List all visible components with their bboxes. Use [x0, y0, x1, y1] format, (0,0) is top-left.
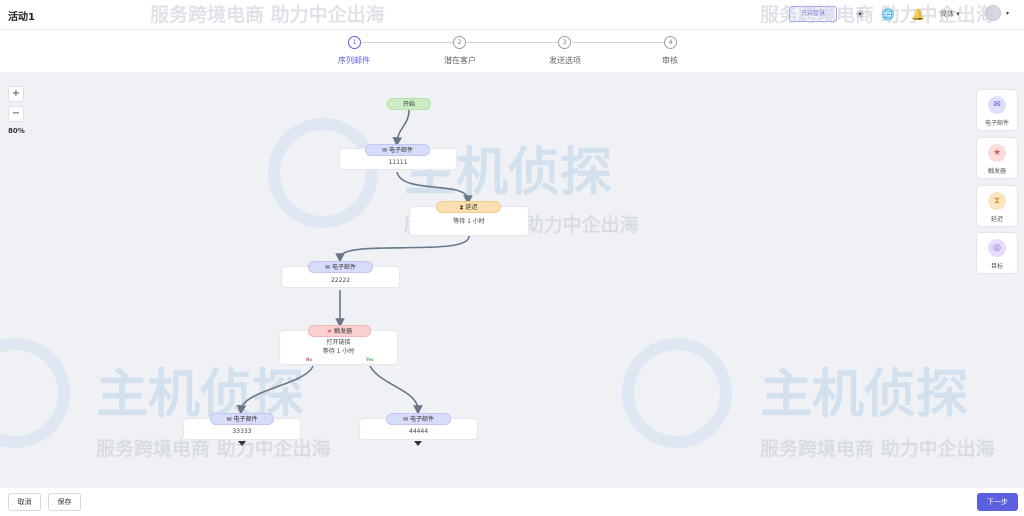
envelope-icon: ✉ [382, 147, 388, 154]
trigger-node-label: 触发器 [334, 328, 353, 335]
save-button[interactable]: 保存 [48, 493, 81, 511]
hourglass-icon: ⧗ [459, 204, 464, 211]
envelope-icon: ✉ [226, 416, 232, 423]
step-3-label[interactable]: 发送选项 [549, 56, 581, 65]
start-node[interactable]: 开始 [387, 98, 431, 110]
email-node-label: 电子邮件 [233, 416, 258, 423]
delay-node[interactable]: ⧗ 延迟 [436, 201, 501, 213]
cancel-button[interactable]: 取消 [8, 493, 41, 511]
palette-trigger-label: 触发器 [987, 168, 1006, 175]
sun-icon[interactable]: ☀ [855, 7, 865, 21]
step-4-label[interactable]: 审核 [662, 56, 678, 65]
step-1-label[interactable]: 序列邮件 [338, 56, 370, 65]
trigger-node[interactable]: ★ 触发器 [308, 325, 371, 337]
language-select[interactable]: 简体 ▾ [940, 10, 960, 18]
zoom-out-button[interactable]: − [8, 106, 24, 122]
step-connector [362, 42, 453, 43]
chevron-down-icon[interactable]: ▾ [1006, 10, 1010, 17]
email-node[interactable]: ✉ 电子邮件 [365, 144, 430, 156]
email-node-content: 33333 [232, 428, 252, 435]
language-label: 简体 [940, 10, 954, 18]
step-connector [572, 42, 664, 43]
star-icon: ★ [326, 328, 333, 335]
envelope-icon: ✉ [325, 264, 331, 271]
delay-node-content: 等待 1 小时 [453, 218, 485, 225]
hourglass-icon: ⧗ [988, 192, 1006, 210]
trigger-node-wait: 等待 1 小时 [322, 348, 355, 355]
step-3-circle[interactable]: 3 [558, 36, 571, 49]
email-node[interactable]: ✉ 电子邮件 [308, 261, 373, 273]
step-2-circle[interactable]: 2 [453, 36, 466, 49]
next-step-button[interactable]: 下一步 [977, 493, 1018, 511]
step-connector [467, 42, 558, 43]
email-node-label: 电子邮件 [409, 416, 434, 423]
zoom-level: 80% [8, 127, 25, 135]
avatar[interactable] [985, 5, 1001, 21]
envelope-icon: ✉ [988, 96, 1006, 114]
palette-goal[interactable]: ◎ 目标 [976, 232, 1018, 274]
target-icon: ◎ [988, 239, 1006, 257]
star-icon: ★ [988, 144, 1006, 162]
email-node-content: 22222 [330, 277, 351, 284]
palette-delay[interactable]: ⧗ 延迟 [976, 185, 1018, 227]
trigger-node-event: 打开链接 [326, 339, 351, 346]
step-2-label[interactable]: 潜在客户 [444, 56, 476, 65]
globe-icon[interactable]: 🌐 [881, 7, 895, 21]
email-node-content: 11111 [388, 159, 408, 166]
email-node[interactable]: ✉ 电子邮件 [386, 413, 451, 425]
bottom-bar [0, 487, 1024, 516]
step-1-circle[interactable]: 1 [348, 36, 361, 49]
branch-no-label: No [306, 357, 313, 362]
top-bar: 活动1 开启智慧 ☀ 🌐 🔔 简体 ▾ ▾ [0, 0, 1024, 30]
email-node-label: 电子邮件 [388, 147, 413, 154]
palette-goal-label: 目标 [990, 263, 1003, 270]
envelope-icon: ✉ [403, 416, 409, 423]
email-node-label: 电子邮件 [331, 264, 356, 271]
branch-yes-label: Yes [366, 357, 374, 362]
palette-trigger[interactable]: ★ 触发器 [976, 137, 1018, 179]
delay-node-label: 延迟 [465, 204, 478, 211]
bell-icon[interactable]: 🔔 [911, 7, 925, 21]
palette-email[interactable]: ✉ 电子邮件 [976, 89, 1018, 131]
step-progress [0, 30, 1024, 72]
campaign-title: 活动1 [8, 12, 35, 23]
email-node-content: 44444 [408, 428, 429, 435]
step-4-circle[interactable]: 4 [664, 36, 677, 49]
palette-email-label: 电子邮件 [984, 120, 1009, 127]
open-help-button[interactable]: 开启智慧 [789, 6, 837, 22]
zoom-in-button[interactable]: + [8, 86, 24, 102]
palette-delay-label: 延迟 [990, 216, 1003, 223]
flow-canvas[interactable] [0, 72, 1024, 487]
email-node[interactable]: ✉ 电子邮件 [210, 413, 274, 425]
